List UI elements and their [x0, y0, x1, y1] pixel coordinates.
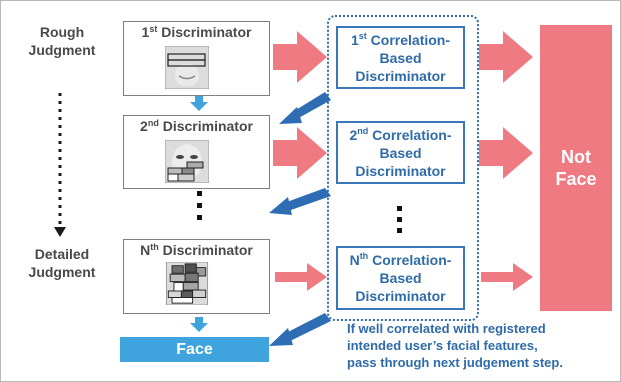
rough-label-line1: Rough: [39, 24, 85, 40]
rough-judgment-label: Rough Judgment: [27, 23, 97, 59]
pink-arrow-4: [479, 31, 533, 83]
discriminator-n: Nth Discriminator: [123, 239, 270, 314]
correlation-discriminator-n: Nth Correlation- Based Discriminator: [336, 246, 465, 310]
discriminator-2: 2nd Discriminator: [123, 115, 270, 189]
rough-label-line2: Judgment: [28, 42, 96, 58]
face-result-block: Face: [120, 337, 269, 362]
down-arrow-2: [190, 317, 208, 332]
ellipsis-dot: [397, 228, 402, 233]
face-icon-1: [165, 46, 209, 89]
not-face-block: Not Face: [540, 25, 612, 311]
face-icon-2: [165, 140, 209, 183]
correlation-group: [327, 15, 479, 321]
discriminator-1: 1st Discriminator: [123, 21, 270, 96]
discriminator-1-title: 1st Discriminator: [141, 24, 252, 40]
correlation-note: If well correlated with registered inten…: [347, 321, 563, 370]
pink-arrow-1: [273, 31, 327, 83]
ellipsis-dot: [397, 217, 402, 222]
pink-arrow-3: [275, 263, 327, 291]
ellipsis-dot: [197, 203, 202, 208]
ellipsis-dot: [397, 206, 402, 211]
discriminator-2-title: 2nd Discriminator: [140, 118, 253, 134]
blue-return-arrow-1: [279, 92, 331, 124]
progression-arrowhead: [54, 227, 66, 237]
pink-arrow-6: [481, 263, 533, 291]
blue-return-arrow-2: [269, 188, 331, 215]
correlation-discriminator-1: 1st Correlation- Based Discriminator: [336, 26, 465, 89]
detailed-judgment-label: Detailed Judgment: [25, 245, 99, 281]
detailed-label-line2: Judgment: [28, 264, 96, 280]
detailed-label-line1: Detailed: [34, 246, 90, 262]
discriminator-n-title: Nth Discriminator: [140, 242, 253, 258]
correlation-discriminator-2: 2nd Correlation- Based Discriminator: [336, 121, 465, 184]
blue-return-arrow-3: [269, 313, 331, 346]
pink-arrow-5: [479, 127, 533, 179]
face-icon-n: [165, 262, 209, 305]
down-arrow-1: [190, 96, 208, 111]
ellipsis-dot: [197, 215, 202, 220]
ellipsis-dot: [197, 191, 202, 196]
pink-arrow-2: [273, 127, 327, 179]
